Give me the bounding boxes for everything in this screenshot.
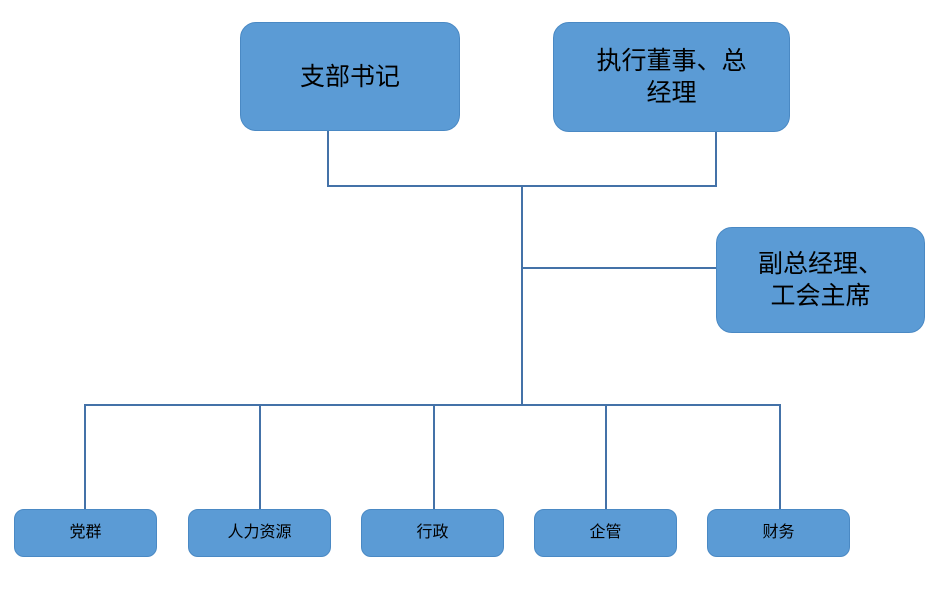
org-node-label: 支部书记 (299, 62, 400, 91)
org-node-label: 财务 (762, 523, 795, 541)
connector-trunk-to-n3 (521, 267, 717, 269)
org-node-label: 行政 (416, 523, 449, 541)
org-node-n5[interactable]: 人力资源 (188, 509, 331, 557)
connector-level3-bus-to-n5 (259, 404, 261, 510)
connector-level3-bus-to-n8 (779, 404, 781, 510)
org-node-n1[interactable]: 支部书记 (240, 22, 460, 131)
connector-trunk-to-n3 (521, 185, 523, 406)
org-node-n8[interactable]: 财务 (707, 509, 850, 557)
org-node-label: 党群 (69, 523, 102, 541)
connector-level3-bus-to-n4 (84, 404, 86, 510)
connector-level3-bus-to-n7 (605, 404, 607, 510)
connector-level3-bus-to-n6 (433, 404, 435, 510)
org-node-n3[interactable]: 副总经理、 工会主席 (716, 227, 925, 333)
org-node-label: 执行董事、总 经理 (596, 47, 747, 107)
org-node-n2[interactable]: 执行董事、总 经理 (553, 22, 790, 132)
org-node-n7[interactable]: 企管 (534, 509, 677, 557)
connector-n2-to-junction-top (715, 132, 717, 186)
org-node-label: 副总经理、 工会主席 (757, 250, 883, 310)
org-node-label: 企管 (589, 523, 622, 541)
org-node-n4[interactable]: 党群 (14, 509, 157, 557)
connector-trunk-to-level3-bus (84, 404, 781, 406)
connector-n1-to-junction-top (327, 131, 329, 186)
org-node-n6[interactable]: 行政 (361, 509, 504, 557)
org-node-label: 人力资源 (227, 523, 292, 541)
